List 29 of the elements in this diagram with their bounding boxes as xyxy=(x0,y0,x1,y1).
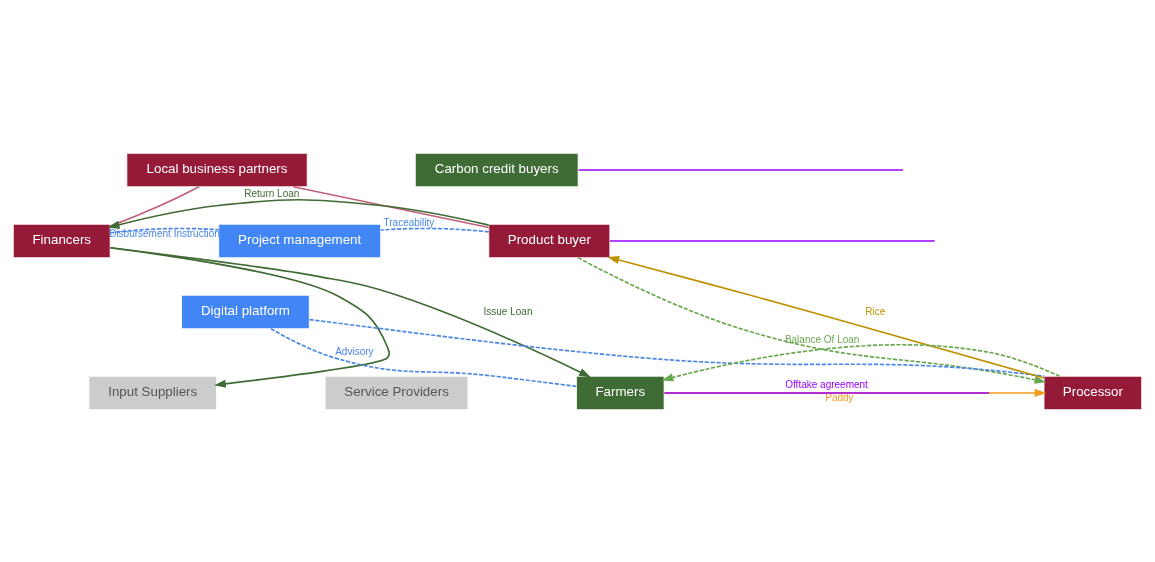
edge-label: Traceability xyxy=(383,216,435,228)
node-box: Service Providers xyxy=(324,375,469,410)
connector xyxy=(380,227,490,233)
connector xyxy=(308,318,1045,377)
node-box: Processor xyxy=(1043,375,1143,410)
node-box: Farmers xyxy=(576,375,665,410)
arrow xyxy=(661,343,1061,381)
connector xyxy=(577,168,904,171)
edge-label: Balance Of Loan xyxy=(784,333,860,345)
edge-label: Paddy xyxy=(825,391,854,403)
edge-label: Offtake agreement xyxy=(785,378,868,390)
edge-label: Issue Loan xyxy=(483,305,533,317)
arrow xyxy=(109,246,591,377)
edge-label: Return Loan xyxy=(244,187,300,199)
connector xyxy=(663,391,990,394)
arrow xyxy=(107,198,490,229)
node-box: Financers xyxy=(12,223,111,258)
connector xyxy=(109,185,200,227)
node-box: Carbon credit buyers xyxy=(414,152,579,187)
node-box: Product buyer xyxy=(488,223,611,258)
edge-label: Rice xyxy=(865,305,886,317)
connector xyxy=(292,185,490,228)
node-box: Local business partners xyxy=(126,152,308,187)
node-box: Input Suppliers xyxy=(88,375,218,410)
node-box: Project management xyxy=(218,223,382,258)
node-box: Digital platform xyxy=(181,294,310,329)
connector xyxy=(609,239,936,242)
edge-label: Advisory xyxy=(335,345,374,357)
connector xyxy=(270,327,578,387)
